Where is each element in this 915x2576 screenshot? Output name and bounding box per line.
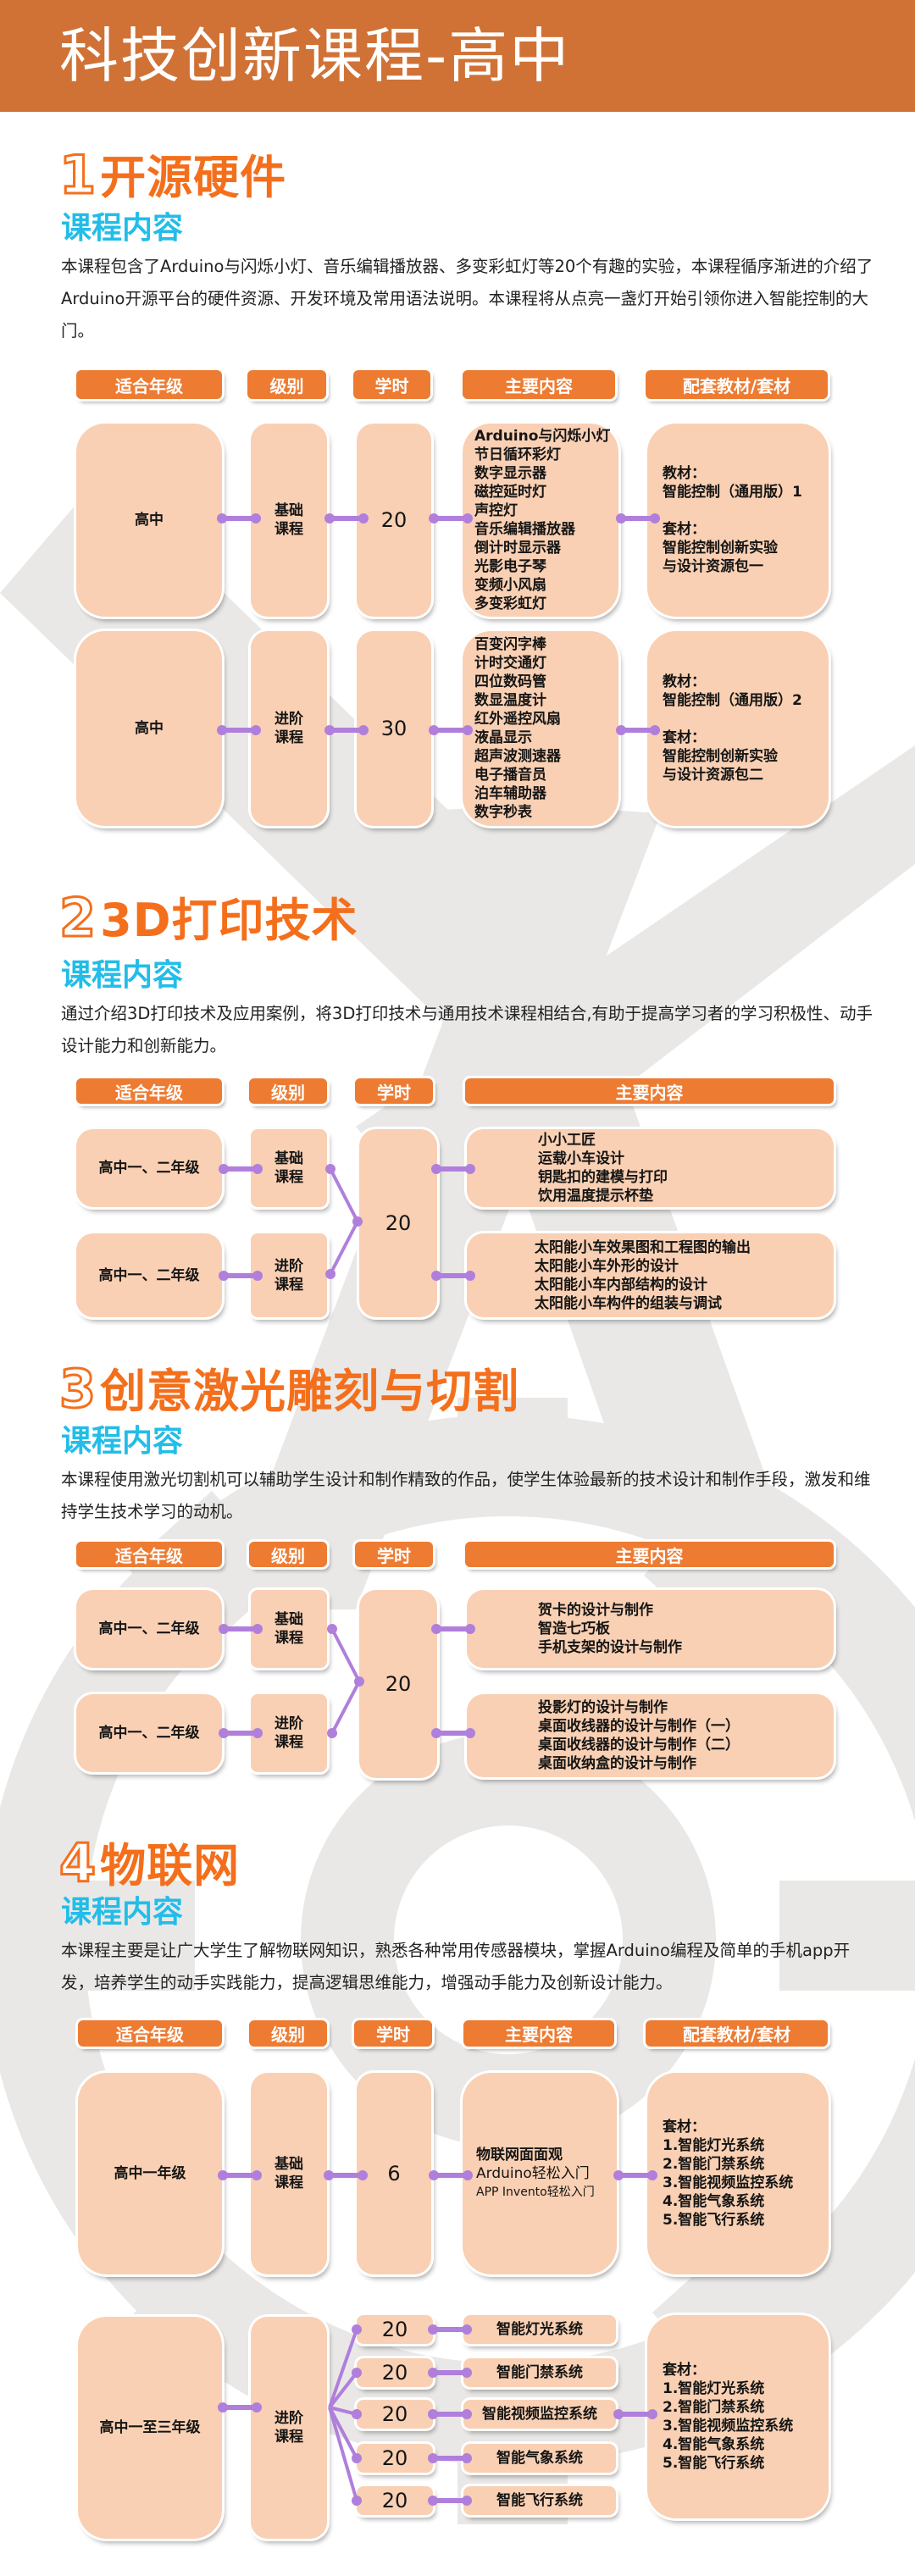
s3-row1-level: 基础课程: [251, 1590, 327, 1668]
section-2-subtitle: 课程内容: [61, 958, 184, 993]
s3-row1-content: 贺卡的设计与制作智造七巧板手机支架的设计与制作: [467, 1590, 834, 1668]
header-content: 主要内容: [463, 370, 615, 399]
s3-header-content: 主要内容: [465, 1542, 834, 1567]
s3-row2-content: 投影灯的设计与制作桌面收线器的设计与制作（一）桌面收线器的设计与制作（二）桌面收…: [467, 1694, 834, 1777]
section-1-title: 1开源硬件: [58, 147, 287, 205]
s2-row2-content-list: 太阳能小车效果图和工程图的输出太阳能小车外形的设计太阳能小车内部结构的设计太阳能…: [535, 1238, 751, 1312]
s2-header-level: 级别: [249, 1078, 327, 1104]
section-4-title-text: 物联网: [100, 1839, 241, 1892]
s1-row2-grade: 高中: [76, 631, 222, 826]
s2-header-content: 主要内容: [465, 1078, 834, 1104]
section-3-number: 3: [58, 1358, 97, 1420]
section-1-subtitle: 课程内容: [61, 211, 184, 246]
s2-row2-level: 进阶课程: [251, 1233, 327, 1317]
s1-row1-content: Arduino与闪烁小灯节日循环彩灯数字显示器磁控延时灯声控灯音乐编辑播放器倒计…: [463, 424, 618, 617]
s4-module-4-hours: 20: [357, 2444, 433, 2473]
s1-row1-content-list: Arduino与闪烁小灯节日循环彩灯数字显示器磁控延时灯声控灯音乐编辑播放器倒计…: [474, 428, 611, 612]
s1-row2-hours: 30: [357, 631, 431, 826]
section-4-number: 4: [58, 1832, 97, 1894]
s4-row2-grade: 高中一至三年级: [78, 2317, 222, 2539]
s4-module-4-name: 智能气象系统: [463, 2444, 616, 2473]
section-3-description: 本课程使用激光切割机可以辅助学生设计和制作精致的作品，使学生体验最新的技术设计和…: [61, 1470, 871, 1521]
section-3-subtitle: 课程内容: [61, 1424, 184, 1459]
s2-row1-content-list: 小小工匠运载小车设计钥匙扣的建模与打印饮用温度提示杯垫: [538, 1132, 668, 1205]
section-2-title-text: 3D打印技术: [100, 894, 358, 947]
s2-row1-level: 基础课程: [251, 1129, 327, 1207]
s1-row2-level: 进阶课程: [251, 631, 327, 826]
s4-row1-hours: 6: [357, 2073, 431, 2274]
s1-row1-level: 基础课程: [251, 424, 327, 617]
s2-header-grade: 适合年级: [76, 1078, 222, 1104]
header-grade: 适合年级: [76, 370, 222, 399]
s3-row1-grade: 高中一、二年级: [76, 1590, 222, 1668]
s3-header-level: 级别: [249, 1542, 327, 1567]
section-2-title: 23D打印技术: [58, 889, 358, 948]
s2-header-hours: 学时: [355, 1078, 433, 1104]
s4-row2-level: 进阶课程: [251, 2317, 327, 2539]
s4-module-1-name: 智能灯光系统: [463, 2315, 616, 2344]
s4-module-2-name: 智能门禁系统: [463, 2358, 616, 2387]
section-4-title: 4物联网: [58, 1835, 241, 1893]
s1-row2-content-list: 百变闪字棒计时交通灯四位数码管数显温度计红外遥控风扇液晶显示超声波测速器电子播音…: [474, 636, 561, 821]
s1-row2-content: 百变闪字棒计时交通灯四位数码管数显温度计红外遥控风扇液晶显示超声波测速器电子播音…: [463, 631, 618, 826]
s4-header-content: 主要内容: [463, 2020, 614, 2047]
s4-module-1-hours: 20: [357, 2315, 433, 2344]
header-materials: 配套教材/套材: [646, 370, 828, 399]
s3-row2-level: 进阶课程: [251, 1694, 327, 1772]
s4-header-materials: 配套教材/套材: [646, 2020, 828, 2047]
s4-header-level: 级别: [249, 2020, 327, 2047]
s2-row2-content: 太阳能小车效果图和工程图的输出太阳能小车外形的设计太阳能小车内部结构的设计太阳能…: [467, 1233, 834, 1317]
section-3-title-text: 创意激光雕刻与切割: [100, 1365, 520, 1418]
page-title: 科技创新课程-高中: [59, 21, 571, 91]
s4-module-3-name: 智能视频监控系统: [463, 2400, 616, 2429]
section-2-description: 通过介绍3D打印技术及应用案例，将3D打印技术与通用技术课程相结合,有助于提高学…: [61, 1004, 873, 1055]
s3-row1-content-list: 贺卡的设计与制作智造七巧板手机支架的设计与制作: [538, 1602, 682, 1656]
section-2-number: 2: [58, 887, 97, 949]
section-1-number: 1: [58, 144, 97, 206]
s4-module-3-hours: 20: [357, 2400, 433, 2429]
s3-header-hours: 学时: [355, 1542, 433, 1567]
s3-row2-content-list: 投影灯的设计与制作桌面收线器的设计与制作（一）桌面收线器的设计与制作（二）桌面收…: [538, 1699, 740, 1772]
s2-row1-content: 小小工匠运载小车设计钥匙扣的建模与打印饮用温度提示杯垫: [467, 1129, 834, 1207]
s2-row2-grade: 高中一、二年级: [76, 1233, 222, 1317]
s4-module-2-hours: 20: [357, 2358, 433, 2387]
s3-header-grade: 适合年级: [76, 1542, 222, 1567]
s3-hours: 20: [359, 1590, 437, 1778]
s1-row1-grade: 高中: [76, 424, 222, 617]
s4-row1-level: 基础课程: [251, 2073, 327, 2274]
s2-row1-grade: 高中一、二年级: [76, 1129, 222, 1207]
s2-hours: 20: [359, 1129, 437, 1317]
section-1-description: 本课程包含了Arduino与闪烁小灯、音乐编辑播放器、多变彩虹灯等20个有趣的实…: [61, 257, 873, 341]
section-1-title-text: 开源硬件: [100, 151, 287, 204]
s4-module-5-name: 智能飞行系统: [463, 2486, 616, 2515]
s4-header-grade: 适合年级: [78, 2020, 222, 2047]
s4-module-5-hours: 20: [357, 2486, 433, 2515]
section-3-title: 3创意激光雕刻与切割: [58, 1360, 520, 1419]
section-4-description: 本课程主要是让广大学生了解物联网知识，熟悉各种常用传感器模块，掌握Arduino…: [61, 1941, 851, 1992]
s3-row2-grade: 高中一、二年级: [76, 1694, 222, 1772]
header-level: 级别: [247, 370, 326, 399]
header-hours: 学时: [353, 370, 430, 399]
s4-header-hours: 学时: [354, 2020, 432, 2047]
section-4-subtitle: 课程内容: [61, 1895, 184, 1930]
s1-row1-hours: 20: [357, 424, 431, 617]
s4-row1-grade: 高中一年级: [78, 2073, 222, 2274]
header-band: 科技创新课程-高中: [0, 0, 915, 112]
